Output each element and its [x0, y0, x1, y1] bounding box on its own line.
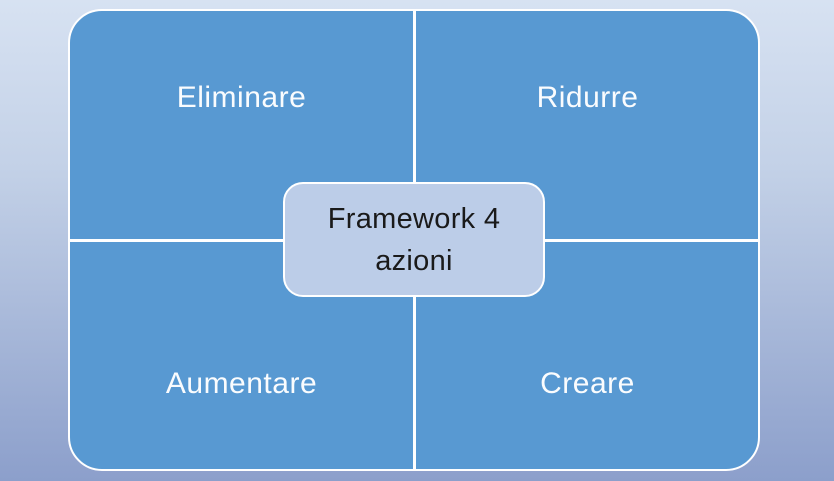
quadrant-ridurre: Ridurre: [416, 11, 758, 184]
quadrant-label-eliminare: Eliminare: [176, 80, 307, 114]
quadrant-creare: Creare: [416, 297, 758, 469]
quadrant-label-aumentare: Aumentare: [165, 366, 318, 400]
center-title: Framework 4 azioni: [327, 202, 501, 277]
quadrant-eliminare: Eliminare: [70, 11, 413, 184]
center-title-box: Framework 4 azioni: [283, 182, 545, 297]
quadrant-label-creare: Creare: [540, 366, 635, 400]
quadrant-label-ridurre: Ridurre: [536, 80, 639, 114]
quadrant-aumentare: Aumentare: [70, 297, 413, 469]
four-actions-matrix: Eliminare Ridurre Aumentare Creare: [68, 9, 760, 471]
